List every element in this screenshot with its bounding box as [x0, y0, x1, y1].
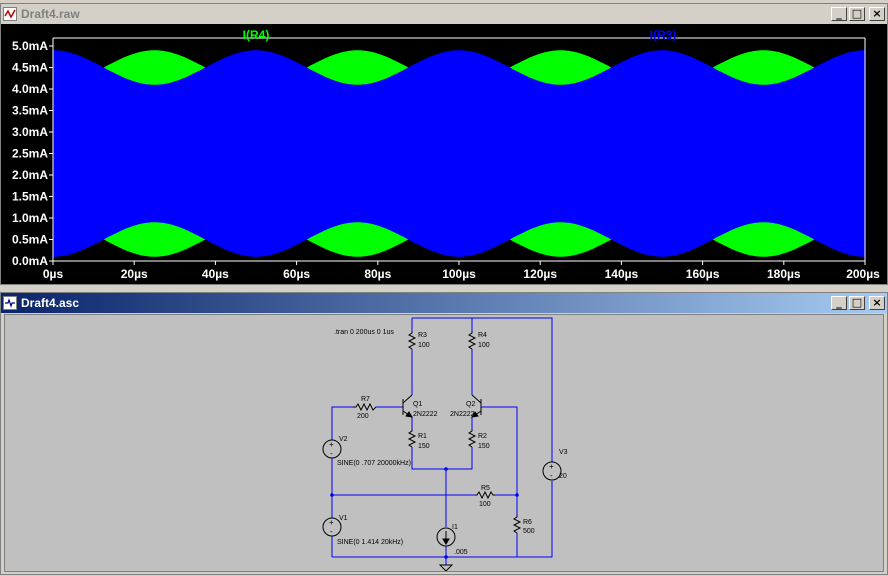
y-tick-label: 3.0mA: [12, 125, 48, 139]
resistor-r5-symbol[interactable]: [475, 490, 495, 500]
x-tick-label: 60µs: [283, 267, 310, 281]
resistor-r6-symbol[interactable]: [512, 515, 522, 534]
label-q1-value: 2N2222: [413, 411, 438, 418]
schematic-icon: [3, 296, 17, 310]
label-r7-value: 200: [357, 413, 369, 420]
schematic-close-button[interactable]: ×: [869, 296, 885, 310]
resistor-r1-symbol[interactable]: [407, 429, 417, 448]
svg-text:+: +: [329, 440, 334, 449]
schematic-window[interactable]: Draft4.asc _ □ ×: [0, 292, 888, 575]
y-tick-label: 2.0mA: [12, 168, 48, 182]
legend-ir3[interactable]: I(R3): [650, 28, 677, 42]
label-r1-name: R1: [418, 433, 427, 440]
schematic-canvas[interactable]: + - + - + -: [4, 314, 884, 572]
label-v1-name: V1: [339, 515, 348, 522]
label-r2-value: 150: [478, 443, 490, 450]
label-v3-value: 20: [559, 473, 567, 480]
junctions: [330, 467, 519, 559]
x-tick-label: 40µs: [202, 267, 229, 281]
voltage-source-v2-symbol[interactable]: + -: [322, 439, 342, 459]
resistor-r7-symbol[interactable]: [353, 402, 377, 412]
x-tick-label: 140µs: [605, 267, 639, 281]
x-tick-label: 200µs: [846, 267, 880, 281]
x-tick-label: 160µs: [686, 267, 720, 281]
current-source-i1-symbol[interactable]: [436, 527, 456, 547]
label-r2-name: R2: [478, 433, 487, 440]
label-i1-value: .005: [454, 549, 468, 556]
label-v2-value: SINE(0 .707 20000kHz): [337, 460, 411, 467]
transistor-q2-symbol[interactable]: [471, 394, 482, 418]
y-tick-label: 0.0mA: [12, 254, 48, 268]
transistor-q1-symbol[interactable]: [402, 394, 413, 418]
schematic-drawing: + - + - + -: [322, 317, 568, 572]
label-r3-value: 100: [418, 342, 430, 349]
y-tick-label: 2.5mA: [12, 147, 48, 161]
plot-window-title: Draft4.raw: [21, 7, 80, 21]
x-tick-label: 80µs: [364, 267, 391, 281]
y-tick-label: 5.0mA: [12, 39, 48, 53]
waveform-icon: [3, 7, 17, 21]
plot-window[interactable]: Draft4.raw _ □ × 0.0mA 0.5mA 1.0mA 1.5mA 2.0…: [0, 3, 888, 285]
trace-ir3: [53, 50, 865, 257]
label-q1-name: Q1: [413, 401, 422, 408]
label-v3-name: V3: [559, 449, 568, 456]
legend-ir4[interactable]: I(R4): [243, 28, 270, 42]
label-r6-value: 500: [523, 528, 535, 535]
label-r6-name: R6: [523, 519, 532, 526]
y-tick-label: 0.5mA: [12, 233, 48, 247]
label-q2-value: 2N2222: [450, 411, 475, 418]
x-tick-label: 20µs: [121, 267, 148, 281]
voltage-source-v1-symbol[interactable]: + -: [322, 517, 342, 537]
label-r4-name: R4: [478, 332, 487, 339]
spice-directive[interactable]: .tran 0 200us 0 1us: [334, 329, 394, 336]
schematic-titlebar[interactable]: Draft4.asc _ □ ×: [1, 293, 887, 313]
y-tick-label: 4.5mA: [12, 61, 48, 75]
x-tick-label: 0µs: [43, 267, 64, 281]
plot-maximize-button[interactable]: □: [849, 7, 865, 21]
plot-close-button[interactable]: ×: [869, 7, 885, 21]
y-tick-label: 1.0mA: [12, 211, 48, 225]
x-tick-label: 120µs: [523, 267, 557, 281]
label-i1-name: I1: [452, 524, 458, 531]
label-r1-value: 150: [418, 443, 430, 450]
svg-text:-: -: [330, 449, 333, 458]
label-r5-name: R5: [481, 485, 490, 492]
schematic-window-title: Draft4.asc: [21, 296, 80, 310]
voltage-source-v3-symbol[interactable]: + -: [542, 461, 562, 481]
label-v1-value: SINE(0 1.414 20kHz): [337, 539, 403, 546]
svg-text:+: +: [329, 518, 334, 527]
wires: [331, 317, 553, 565]
schematic-maximize-button[interactable]: □: [849, 296, 865, 310]
plot-minimize-button[interactable]: _: [831, 7, 847, 21]
x-tick-label: 180µs: [767, 267, 801, 281]
resistor-r3-symbol[interactable]: [407, 331, 417, 350]
waveform-plot-area[interactable]: 0.0mA 0.5mA 1.0mA 1.5mA 2.0mA 2.5mA 3.0mA 3.5mA…: [1, 24, 887, 284]
label-r3-name: R3: [418, 332, 427, 339]
schematic-minimize-button[interactable]: _: [831, 296, 847, 310]
label-r4-value: 100: [478, 342, 490, 349]
plot-titlebar[interactable]: Draft4.raw _ □ ×: [1, 4, 887, 24]
waveform-chart: 0.0mA 0.5mA 1.0mA 1.5mA 2.0mA 2.5mA 3.0mA 3.5mA…: [12, 28, 880, 281]
y-tick-label: 4.0mA: [12, 82, 48, 96]
ground-symbol[interactable]: [438, 564, 454, 572]
x-tick-label: 100µs: [442, 267, 476, 281]
label-v2-name: V2: [339, 436, 348, 443]
label-r7-name: R7: [361, 396, 370, 403]
label-r5-value: 100: [479, 501, 491, 508]
y-tick-label: 3.5mA: [12, 104, 48, 118]
resistor-r2-symbol[interactable]: [467, 429, 477, 448]
svg-text:+: +: [549, 462, 554, 471]
svg-text:-: -: [550, 471, 553, 480]
resistor-r4-symbol[interactable]: [467, 331, 477, 350]
svg-text:-: -: [330, 527, 333, 536]
y-tick-label: 1.5mA: [12, 190, 48, 204]
label-q2-name: Q2: [466, 401, 475, 408]
